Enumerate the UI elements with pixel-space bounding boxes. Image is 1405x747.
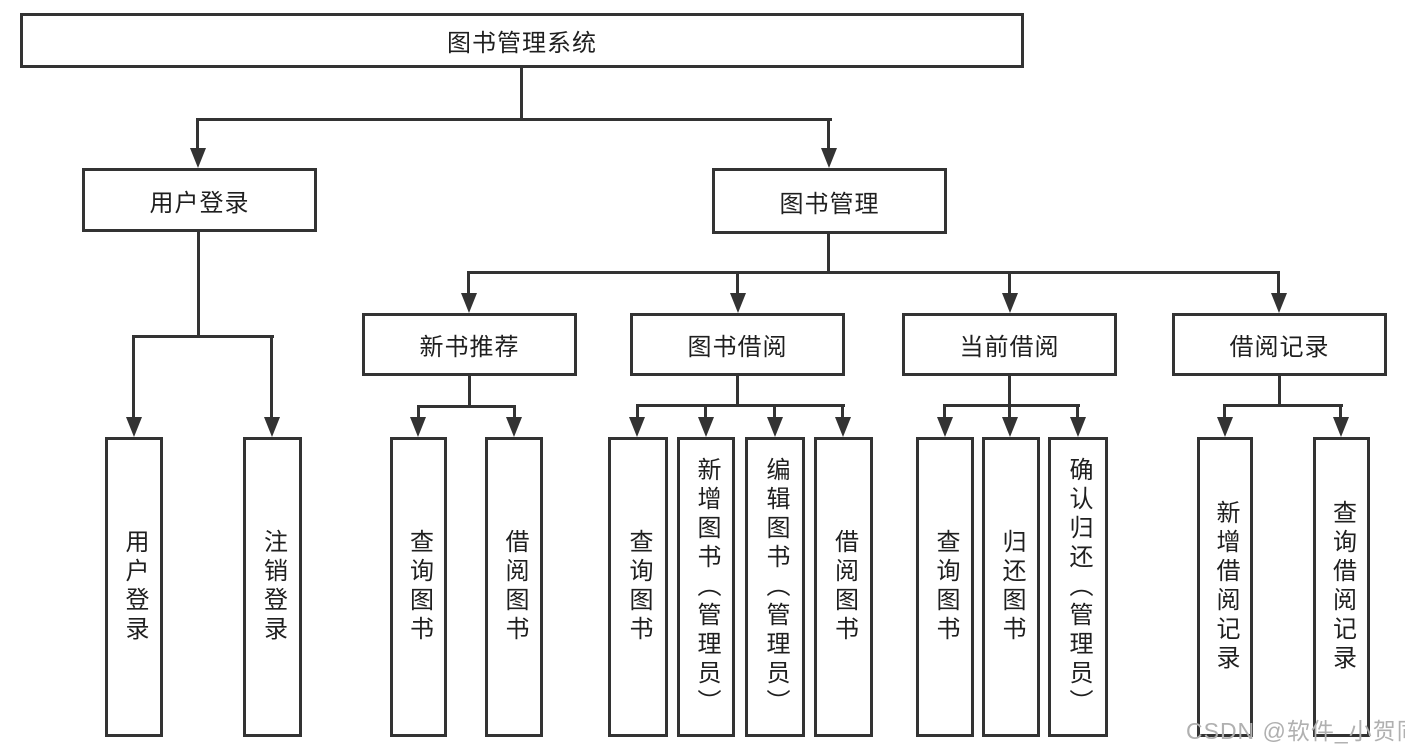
leaf-borrow-books: 借阅图书 <box>814 437 873 737</box>
connector-stem <box>1008 271 1011 297</box>
leaf-query-books-recommend: 查询图书 <box>390 437 447 737</box>
connector-stem <box>1278 376 1281 407</box>
connector-stem <box>467 271 470 297</box>
node-label: 图书管理 <box>779 190 880 218</box>
connector-rail <box>943 404 1080 407</box>
connector-stem <box>943 404 946 426</box>
node-label: 新书推荐 <box>419 334 520 361</box>
node-label: 借阅图书 <box>830 529 858 645</box>
connector-rail <box>1223 404 1343 407</box>
node-label: 归还图书 <box>998 529 1025 645</box>
connector-stem <box>704 404 707 426</box>
node-label: 用户登录 <box>121 529 148 645</box>
arrow-down-icon <box>410 417 426 437</box>
node-label: 编辑图书（管理员） <box>762 456 789 718</box>
node-label: 确认归还（管理员） <box>1065 456 1092 718</box>
csdn-watermark: CSDN @软件_小贺同学 <box>1186 718 1405 744</box>
connector-root-stem <box>520 68 523 120</box>
connector-stem <box>132 335 135 423</box>
node-label: 注销登录 <box>259 529 287 645</box>
arrow-down-icon <box>1217 417 1233 437</box>
connector-level3-rail <box>467 271 1280 274</box>
arrow-down-icon <box>190 148 206 168</box>
leaf-logout: 注销登录 <box>243 437 302 737</box>
leaf-add-books-admin: 新增图书（管理员） <box>677 437 735 737</box>
leaf-return-books: 归还图书 <box>982 437 1040 737</box>
connector-stem <box>1008 404 1011 426</box>
leaf-add-borrow-record: 新增借阅记录 <box>1197 437 1253 737</box>
connector-stem <box>417 405 420 426</box>
connector-stem <box>270 335 273 423</box>
leaf-edit-books-admin: 编辑图书（管理员） <box>745 437 805 737</box>
arrow-down-icon <box>1271 293 1287 313</box>
connector-stem <box>773 404 776 426</box>
node-label: 图书借阅 <box>687 334 788 361</box>
leaf-query-books-borrowing: 查询图书 <box>608 437 668 737</box>
arrow-down-icon <box>821 148 837 168</box>
connector-stem <box>1223 404 1226 426</box>
connector-stem <box>636 404 639 426</box>
arrow-down-icon <box>1333 417 1349 437</box>
connector-stem <box>1277 271 1280 297</box>
connector-stem <box>841 404 844 426</box>
arrow-down-icon <box>629 417 645 437</box>
arrow-down-icon <box>264 417 280 437</box>
node-label: 查询图书 <box>932 529 959 645</box>
arrow-down-icon <box>461 293 477 313</box>
arrow-down-icon <box>730 293 746 313</box>
connector-stem <box>197 232 200 338</box>
leaf-query-borrow-record: 查询借阅记录 <box>1313 437 1370 737</box>
connector-stem <box>1076 404 1079 426</box>
connector-stem <box>1339 404 1342 426</box>
connector-stem <box>827 234 830 274</box>
connector-rail <box>132 335 274 338</box>
node-label: 图书管理系统 <box>447 30 597 57</box>
connector-stem <box>736 271 739 297</box>
node-label: 用户登录 <box>149 189 250 217</box>
connector-rail <box>417 405 516 408</box>
leaf-query-books-current: 查询图书 <box>916 437 974 737</box>
node-user-login: 用户登录 <box>82 168 317 232</box>
connector-level2-rail <box>196 118 832 121</box>
connector-stem <box>736 376 739 407</box>
node-label: 新增借阅记录 <box>1212 500 1239 674</box>
node-label: 查询图书 <box>625 529 652 645</box>
connector-rail <box>636 404 845 407</box>
leaf-user-login: 用户登录 <box>105 437 163 737</box>
leaf-borrow-books-recommend: 借阅图书 <box>485 437 543 737</box>
node-label: 查询借阅记录 <box>1328 500 1356 674</box>
arrow-down-icon <box>937 417 953 437</box>
arrow-down-icon <box>1002 417 1018 437</box>
arrow-down-icon <box>1002 293 1018 313</box>
connector-stem <box>513 405 516 426</box>
arrow-down-icon <box>767 417 783 437</box>
node-current-borrowing: 当前借阅 <box>902 313 1117 376</box>
node-label: 新增图书（管理员） <box>693 456 720 718</box>
node-book-management: 图书管理 <box>712 168 947 234</box>
node-root-system: 图书管理系统 <box>20 13 1024 68</box>
arrow-down-icon <box>1070 417 1086 437</box>
connector-stem <box>1008 376 1011 407</box>
node-borrowing-records: 借阅记录 <box>1172 313 1387 376</box>
arrow-down-icon <box>506 417 522 437</box>
arrow-down-icon <box>698 417 714 437</box>
arrow-down-icon <box>835 417 851 437</box>
leaf-confirm-return-admin: 确认归还（管理员） <box>1048 437 1108 737</box>
connector-stem <box>468 376 471 408</box>
node-label: 借阅记录 <box>1229 334 1330 361</box>
node-new-book-recommend: 新书推荐 <box>362 313 577 376</box>
connector-stem <box>196 120 199 152</box>
connector-stem <box>827 120 830 152</box>
node-label: 借阅图书 <box>501 529 528 645</box>
node-label: 当前借阅 <box>959 334 1060 361</box>
node-book-borrowing: 图书借阅 <box>630 313 845 376</box>
node-label: 查询图书 <box>405 529 433 645</box>
arrow-down-icon <box>126 417 142 437</box>
